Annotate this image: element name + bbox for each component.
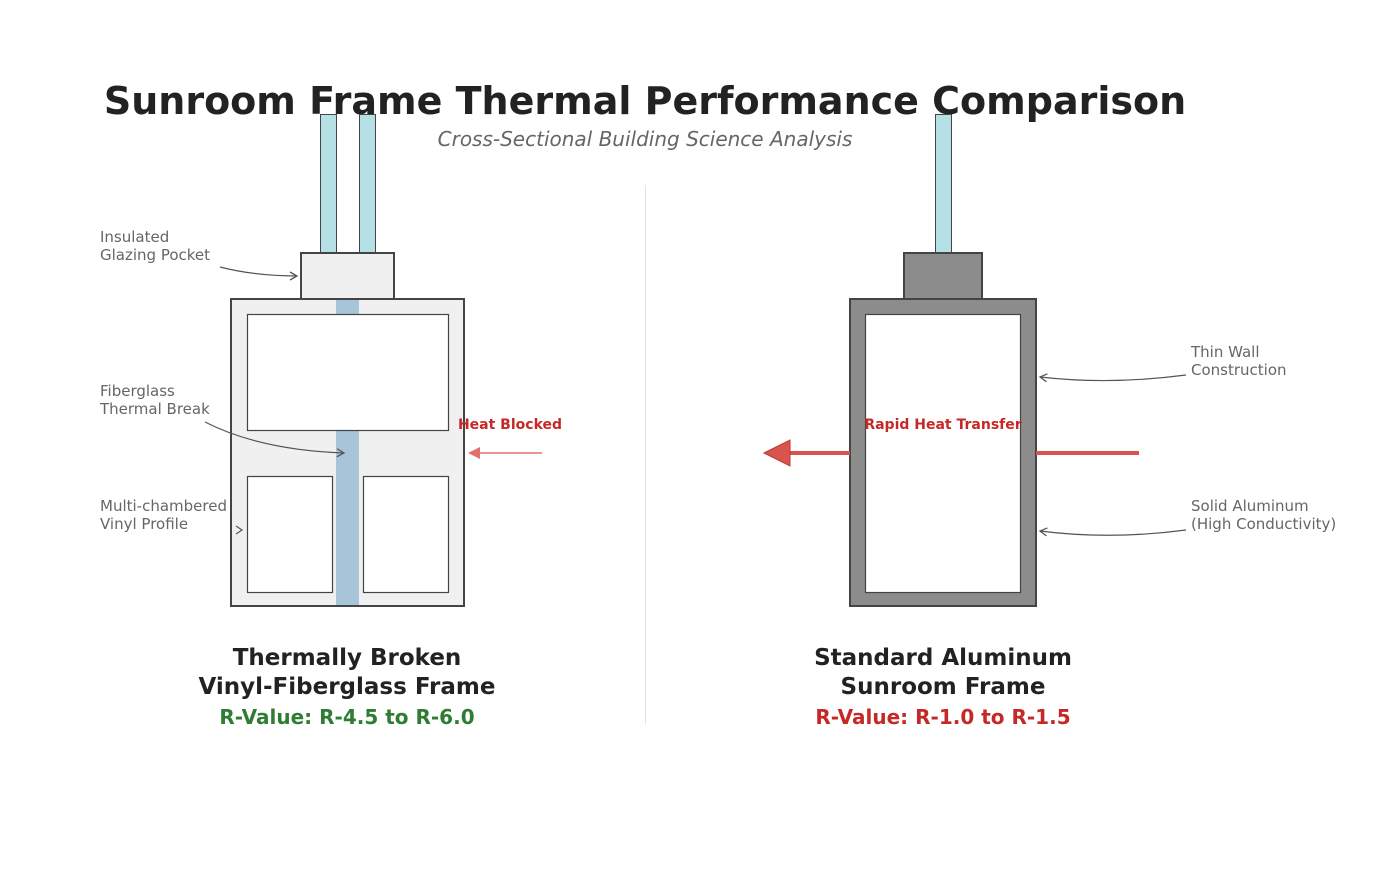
glass-pane-single <box>935 114 952 254</box>
glazing-pocket <box>300 252 395 300</box>
left-frame-name-line1: Thermally Broken <box>233 645 462 671</box>
vinyl-chamber-top <box>246 313 450 432</box>
callout-arrow-glazing <box>219 266 299 281</box>
callout-thermal-break: Fiberglass Thermal Break <box>99 382 210 418</box>
glass-pane-right <box>359 114 376 254</box>
page-title: Sunroom Frame Thermal Performance Compar… <box>104 79 1186 123</box>
heat-blocked-arrow-head <box>468 447 480 459</box>
callout-arrow-thermal-break <box>204 421 346 458</box>
left-frame-name-line2: Vinyl-Fiberglass Frame <box>198 674 495 700</box>
callout-thin-wall: Thin Wall Construction <box>1190 343 1287 379</box>
aluminum-inner-chamber <box>864 313 1022 594</box>
heat-transfer-label: Rapid Heat Transfer <box>864 417 1021 433</box>
vinyl-chamber-bottom-left <box>246 475 334 594</box>
heat-transfer-arrow-head <box>762 439 791 467</box>
vinyl-chamber-bottom-right <box>362 475 450 594</box>
aluminum-cross-section <box>849 114 1037 607</box>
callout-arrow-solid-aluminum <box>1038 527 1187 537</box>
page-subtitle: Cross-Sectional Building Science Analysi… <box>438 127 853 151</box>
vinyl-fiberglass-cross-section <box>230 114 465 607</box>
left-frame-rvalue: R-Value: R-4.5 to R-6.0 <box>219 705 474 729</box>
callout-solid-aluminum: Solid Aluminum (High Conductivity) <box>1191 497 1336 533</box>
aluminum-glazing-pocket <box>903 252 983 300</box>
callout-glazing-pocket: Insulated Glazing Pocket <box>100 228 210 264</box>
right-frame-rvalue: R-Value: R-1.0 to R-1.5 <box>815 705 1070 729</box>
callout-arrow-vinyl-profile <box>235 525 244 535</box>
right-frame-name-line2: Sunroom Frame <box>841 674 1046 700</box>
callout-arrow-thin-wall <box>1038 373 1187 383</box>
callout-vinyl-profile: Multi-chambered Vinyl Profile <box>100 497 232 533</box>
glass-pane-left <box>320 114 337 254</box>
heat-blocked-label: Heat Blocked <box>458 417 562 433</box>
right-frame-name-line1: Standard Aluminum <box>814 645 1072 671</box>
